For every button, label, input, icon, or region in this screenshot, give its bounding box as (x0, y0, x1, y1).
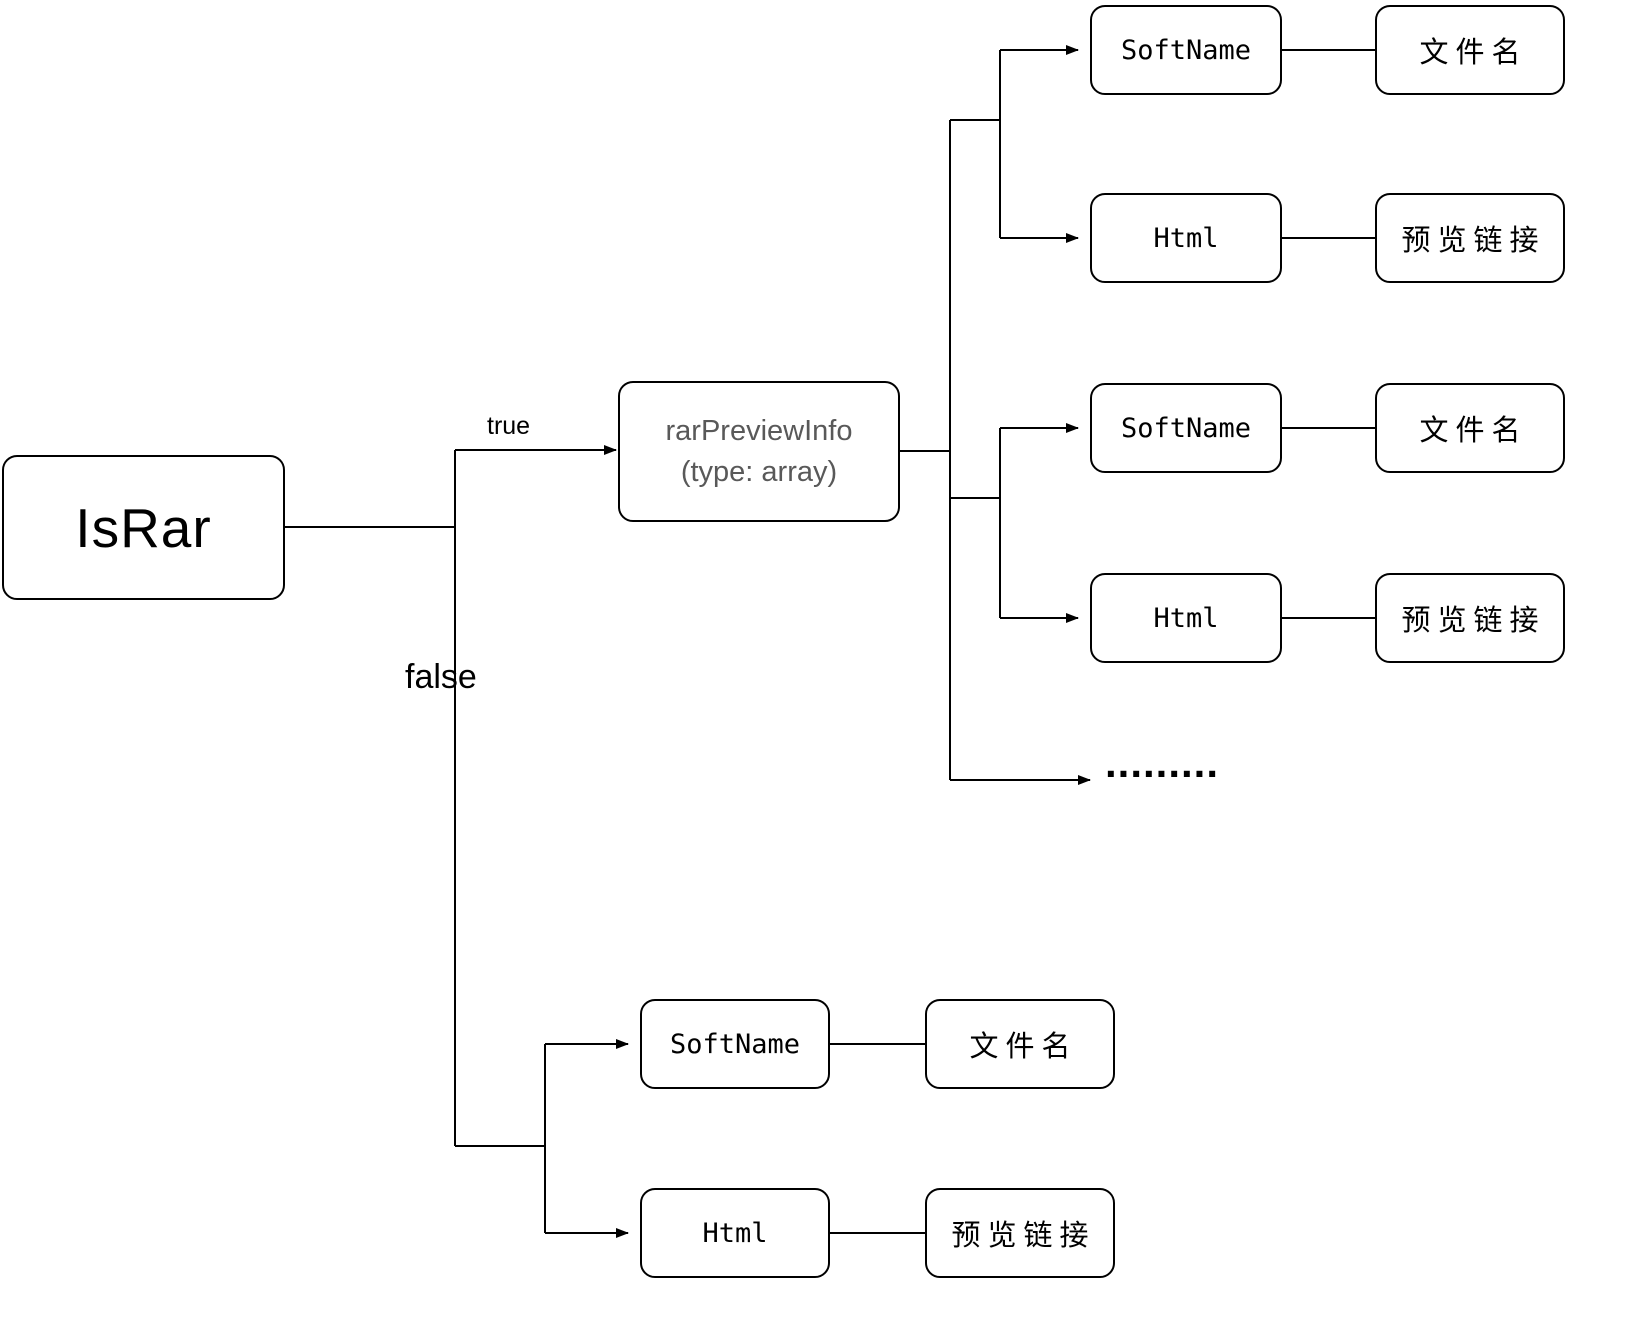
array-node-title: rarPreviewInfo (665, 414, 853, 447)
root-node: IsRar (2, 455, 285, 600)
key-node-softname-1: SoftName (1090, 5, 1282, 95)
key-node-label: Html (1153, 602, 1219, 634)
key-node-softname-2: SoftName (1090, 383, 1282, 473)
root-node-label: IsRar (75, 496, 212, 559)
array-node-subtitle: (type: array) (680, 455, 838, 488)
key-node-label: SoftName (669, 1028, 801, 1060)
value-node-previewlink-2: 预览链接 (1375, 573, 1565, 663)
true-branch-label: true (487, 412, 531, 440)
value-node-label: 文件名 (969, 1031, 1078, 1063)
value-node-label: 文件名 (1419, 37, 1528, 69)
key-node-label: Html (702, 1217, 768, 1249)
value-node-filename-3: 文件名 (925, 999, 1115, 1089)
false-branch-label: false (405, 658, 477, 696)
key-node-html-1: Html (1090, 193, 1282, 283)
key-node-html-3: Html (640, 1188, 830, 1278)
key-node-softname-3: SoftName (640, 999, 830, 1089)
value-node-label: 预览链接 (951, 1220, 1096, 1252)
value-node-label: 预览链接 (1401, 225, 1546, 257)
key-node-label: Html (1153, 222, 1219, 254)
value-node-filename-1: 文件名 (1375, 5, 1565, 95)
value-node-label: 文件名 (1419, 415, 1528, 447)
value-node-label: 预览链接 (1401, 605, 1546, 637)
value-node-previewlink-3: 预览链接 (925, 1188, 1115, 1278)
value-node-previewlink-1: 预览链接 (1375, 193, 1565, 283)
key-node-html-2: Html (1090, 573, 1282, 663)
value-node-filename-2: 文件名 (1375, 383, 1565, 473)
array-node: rarPreviewInfo (type: array) (618, 381, 900, 522)
key-node-label: SoftName (1120, 34, 1252, 66)
key-node-label: SoftName (1120, 412, 1252, 444)
more-items-ellipsis: ......... (1105, 739, 1220, 786)
